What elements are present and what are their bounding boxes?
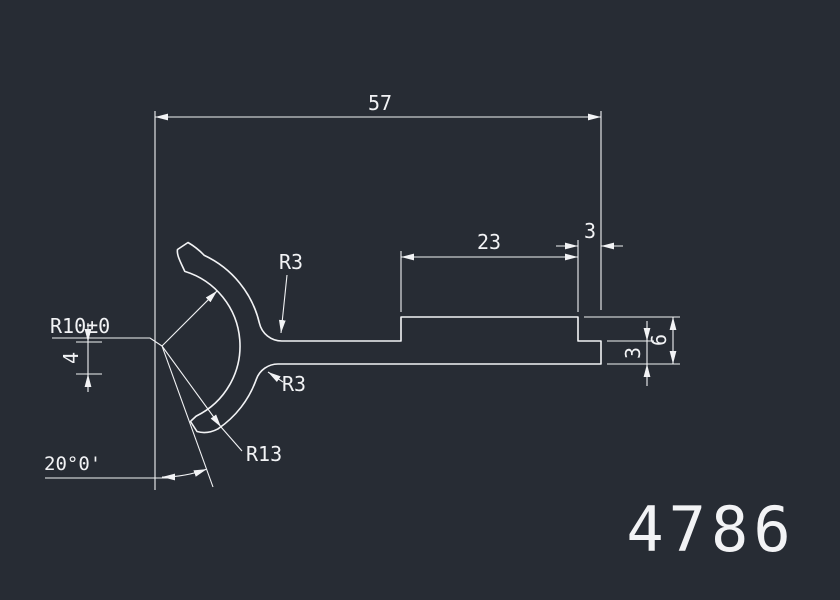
- dim-label-overall-width: 57: [368, 91, 392, 115]
- dim-label-tip-angle: 20°0': [44, 453, 101, 475]
- dim-overall-width: [154, 111, 602, 490]
- leader-line: [267, 371, 284, 383]
- callout-label-inner-radius: R10±0: [50, 314, 110, 338]
- callout-outer-radius: [161, 345, 243, 452]
- angle-side-line: [161, 345, 214, 488]
- dim-pad-length: [400, 240, 579, 312]
- callout-inner-radius: [52, 290, 218, 347]
- leader-line: [220, 426, 243, 452]
- dim-left-offset: [76, 323, 102, 392]
- dimension-texts: 57 23 3 6 3 4 R10±0 R3 R3 R13 20°0': [44, 91, 671, 475]
- leader-line: [52, 337, 163, 347]
- callout-label-fillet-bottom: R3: [282, 372, 306, 396]
- callout-label-outer-radius: R13: [246, 442, 282, 466]
- dim-right-height: [584, 316, 680, 365]
- dim-label-right-height: 6: [647, 334, 671, 346]
- drawing-linework: [45, 111, 680, 490]
- callout-fillet-top: [278, 274, 288, 334]
- radius-line: [161, 290, 218, 347]
- dim-label-right-thickness: 3: [621, 347, 645, 359]
- leader-line: [278, 274, 288, 334]
- radius-line: [161, 345, 222, 428]
- dim-tip-angle: [45, 345, 214, 488]
- callout-fillet-bottom: [267, 371, 284, 383]
- dim-right-thickness: [607, 321, 654, 386]
- profile-outline: [176, 241, 602, 434]
- dim-label-pad-length: 23: [477, 230, 501, 254]
- callout-label-fillet-top: R3: [279, 250, 303, 274]
- dim-label-left-offset: 4: [59, 352, 83, 364]
- angle-arc: [161, 468, 207, 481]
- dim-label-top-right-offset: 3: [584, 219, 596, 243]
- part-number: 4786: [626, 493, 795, 566]
